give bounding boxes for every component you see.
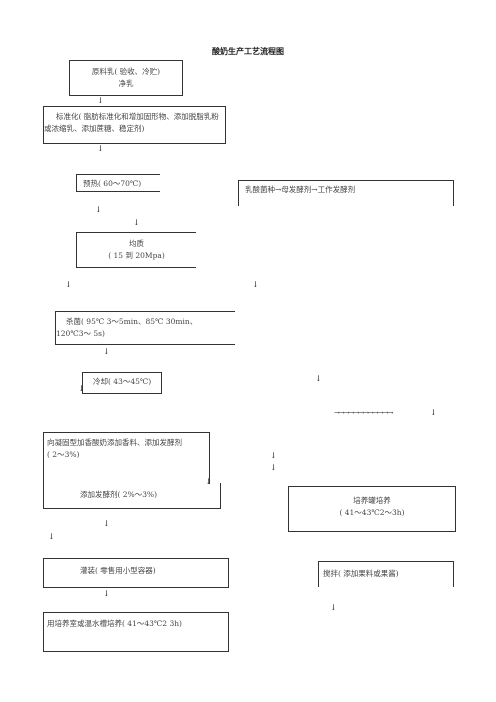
arrow-down-8b: ↓ xyxy=(270,463,277,472)
sterilize-box: 杀菌( 95℃ 3～5min、85℃ 30min、 120℃3～ 5s) xyxy=(55,311,235,345)
arrow-down-9a: ↓ xyxy=(103,519,110,528)
clean-milk-text: 净乳 xyxy=(118,79,134,88)
homogenize-text: 均质 xyxy=(129,239,144,248)
starter-culture-box: 乳酸菌种→母发酵剂→工作发酵剂 xyxy=(238,180,454,206)
raw-milk-text: 原料乳( 验收、冷贮) xyxy=(91,67,161,76)
page-title: 酸奶生产工艺流程图 xyxy=(212,46,284,56)
tank-culture-box: 培养罐培养 ( 41～43℃2～3h) xyxy=(288,486,456,532)
sterilize-text-1: 杀菌( 95℃ 3～5min、85℃ 30min、 xyxy=(66,317,198,326)
cool-text: 冷却( 43～45℃) xyxy=(93,377,152,386)
arrow-down-6: ↓ xyxy=(315,374,322,383)
tank-culture-temp-text: ( 41～43℃2～3h) xyxy=(339,508,405,517)
preheat-text: 预热( 60～70℃) xyxy=(83,179,142,188)
standardize-box: 标准化( 脂肪标准化和增加固形物、添加脱脂乳粉 或浓缩乳、添加蔗糖、稳定剂) xyxy=(43,106,226,144)
standardize-text-2: 或浓缩乳、添加蔗糖、稳定剂) xyxy=(44,124,145,133)
arrow-down-5: ↓ xyxy=(103,347,110,356)
arrow-down-7: ↓ xyxy=(430,408,437,417)
set-yogurt-box: 向凝固型加香酸奶添加香料、添加发酵剂 ( 2～3%) xyxy=(43,432,210,484)
arrow-down-5b: ↓ xyxy=(78,384,85,393)
cool-box: 冷却( 43～45℃) xyxy=(82,372,162,394)
standardize-text-1: 标准化( 脂肪标准化和增加固形物、添加脱脂乳粉 xyxy=(56,112,219,121)
starter-culture-text: 乳酸菌种→母发酵剂→工作发酵剂 xyxy=(245,185,356,194)
stir-text: 搅拌( 添加果料或果酱) xyxy=(323,569,399,578)
add-starter-box: 添加发酵剂( 2%～3%) xyxy=(43,483,221,509)
set-yogurt-text-2: ( 2～3%) xyxy=(47,450,80,459)
sterilize-text-2: 120℃3～ 5s) xyxy=(56,329,105,338)
arrow-right-chain: →→→→→→→→→→→→ xyxy=(334,409,393,417)
arrow-down-8c: ↓ xyxy=(205,477,212,486)
arrow-down-8a: ↓ xyxy=(270,451,277,460)
homogenize-pressure-text: ( 15 到 20Mpa) xyxy=(108,251,165,260)
arrow-down-9b: ↓ xyxy=(48,532,55,541)
stir-box: 搅拌( 添加果料或果酱) xyxy=(318,561,454,587)
tank-culture-text: 培养罐培养 xyxy=(353,496,391,505)
add-starter-text: 添加发酵剂( 2%～3%) xyxy=(80,490,158,499)
arrow-down-3b: ↓ xyxy=(133,218,140,227)
arrow-down-4a: ↓ xyxy=(65,280,72,289)
raw-milk-box: 原料乳( 验收、冷贮) 净乳 xyxy=(69,60,183,96)
arrow-down-3a: ↓ xyxy=(95,205,102,214)
arrow-down-2: ↓ xyxy=(97,144,104,153)
arrow-down-11: ↓ xyxy=(330,603,337,612)
incubate-box: 用培养室或温水槽培养( 41～43℃2 3h) xyxy=(43,612,229,652)
homogenize-box: 均质 ( 15 到 20Mpa) xyxy=(76,232,196,268)
fill-box: 灌装( 零售用小型容器) xyxy=(43,558,229,588)
incubate-text: 用培养室或温水槽培养( 41～43℃2 3h) xyxy=(47,619,182,628)
arrow-down-10: ↓ xyxy=(103,589,110,598)
fill-text: 灌装( 零售用小型容器) xyxy=(80,566,156,575)
preheat-box: 预热( 60～70℃) xyxy=(76,174,160,192)
arrow-down-1: ↓ xyxy=(97,96,104,105)
arrow-down-4b: ↓ xyxy=(252,280,259,289)
set-yogurt-text-1: 向凝固型加香酸奶添加香料、添加发酵剂 xyxy=(47,438,182,447)
